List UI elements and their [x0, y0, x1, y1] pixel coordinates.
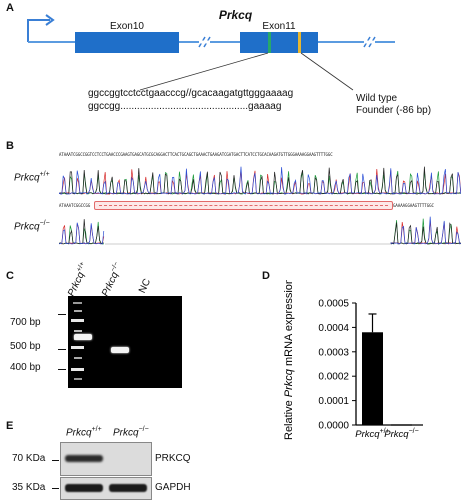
ko-trace-right-2: [390, 222, 461, 245]
ko-sequence-right: GAAAAGGAAGTTTTGGC: [393, 203, 434, 208]
y-tick-label: 0.0005: [318, 299, 349, 310]
deletion-dash-line: [99, 205, 388, 206]
ladder-band-5: [74, 357, 82, 359]
wt-genotype-sup: +/+: [39, 171, 50, 178]
gel-lane-ko-label: Prkcq−/−: [99, 261, 125, 299]
bar-0: [362, 332, 383, 425]
marker-500-tick: [58, 349, 66, 350]
gel-lane-wt-name: Prkcq: [66, 270, 87, 299]
ladder-band-500: [71, 346, 84, 349]
panel-e-letter: E: [6, 420, 14, 432]
ladder-band-top: [73, 302, 82, 304]
ko-genotype-label: Prkcq−/−: [14, 220, 50, 232]
founder-label: Founder (-86 bp): [356, 105, 432, 116]
marker-400-tick: [58, 369, 66, 370]
prkcq-blot-strip: [60, 442, 152, 476]
marker-400-label: 400 bp: [10, 362, 41, 373]
gel-lane-wt-sup: +/+: [75, 260, 87, 273]
blot-lane-ko-name: Prkcq: [113, 427, 139, 439]
wt-pcr-band: [74, 334, 92, 340]
mw-70-tick: [52, 460, 59, 461]
panel-d-letter: D: [262, 270, 270, 282]
ko-trace-left-3: [59, 222, 105, 245]
prkcq-band-label: PRKCQ: [155, 453, 191, 464]
blot-lane-wt-label: Prkcq+/+: [66, 426, 102, 438]
zoom-line-right: [300, 52, 354, 91]
marker-700-label: 700 bp: [10, 317, 41, 328]
founder-sequence: ggccgg..................................…: [88, 101, 282, 112]
gapdh-band-label: GAPDH: [155, 482, 191, 493]
y-tick-label: 0.0002: [318, 372, 349, 383]
wt-chromatogram: [59, 166, 461, 195]
gapdh-blot-strip: [60, 477, 152, 500]
blot-lane-ko-sup: −/−: [138, 426, 149, 433]
blot-lane-wt-name: Prkcq: [66, 427, 92, 439]
ladder-band-6: [74, 378, 82, 380]
prkcq-wt-band: [65, 455, 103, 462]
gel-lane-ko-name: Prkcq: [100, 270, 121, 299]
mrna-expression-chart: 0.0000 0.0001 0.0002 0.0003 0.0004 0.0005Prkc…: [283, 280, 423, 440]
agarose-gel-image: [68, 296, 182, 388]
ladder-band-400: [71, 368, 84, 371]
exon10-label: Exon10: [110, 21, 144, 32]
gapdh-wt-band: [65, 484, 103, 492]
gene-structure-svg: [27, 14, 395, 91]
exon11-yellow-marker: [298, 32, 301, 53]
ko-chromatogram: [59, 216, 461, 245]
marker-500-label: 500 bp: [10, 341, 41, 352]
gapdh-ko-band: [109, 484, 147, 492]
mw-35-tick: [52, 488, 59, 489]
ko-genotype-name: Prkcq: [14, 221, 40, 233]
gene-structure-diagram: [0, 0, 471, 120]
gel-lane-wt-label: Prkcq+/+: [65, 261, 91, 299]
ko-sequence-left: ATAAATCGGCCGG: [59, 203, 91, 208]
wildtype-label: Wild type: [356, 93, 398, 104]
ladder-band-2: [74, 310, 82, 312]
x-category-label-1: Prkcq−/−: [384, 428, 418, 440]
panel-c-letter: C: [6, 270, 14, 282]
wildtype-sequence: ggccggtcctcctgaacccg//gcacaagatgttgggaaa…: [88, 88, 294, 99]
y-tick-label: 0.0004: [318, 323, 349, 334]
zoom-line-left: [139, 52, 269, 91]
ladder-band-700: [71, 319, 84, 322]
wt-genotype-label: Prkcq+/+: [14, 171, 50, 183]
promoter-arrow-icon: [27, 19, 50, 42]
y-tick-label: 0.0001: [318, 396, 349, 407]
blot-lane-wt-sup: +/+: [91, 426, 102, 433]
ko-pcr-band: [111, 347, 129, 353]
panel-b-letter: B: [6, 140, 14, 152]
y-tick-label: 0.0000: [318, 421, 349, 432]
deletion-highlight-box: [94, 201, 393, 210]
y-tick-label: 0.0003: [318, 347, 349, 358]
blot-lane-ko-label: Prkcq−/−: [113, 426, 149, 438]
panel-a-letter: A: [6, 2, 14, 14]
mw-35-label: 35 KDa: [12, 482, 46, 493]
marker-700-tick: [58, 314, 66, 315]
exon11-green-marker: [268, 32, 271, 53]
ko-genotype-sup: −/−: [39, 220, 50, 227]
wt-sequence-text: ATAAATCGGCCGGTCCTCCTGAACCCGAAGTGAGCATGCG…: [59, 152, 333, 157]
gel-lane-ko-sup: −/−: [109, 260, 121, 273]
exon11-box: [240, 32, 318, 53]
wt-trace-3: [59, 166, 461, 195]
ladder-band-3: [74, 330, 82, 332]
promoter-arrowhead-icon: [45, 14, 55, 26]
y-axis-title: Relative Prkcq mRNA expression: [283, 280, 295, 440]
exon11-label: Exon11: [262, 21, 296, 32]
x-category-label-0: Prkcq+/+: [355, 428, 389, 440]
gene-title: Prkcq: [218, 8, 253, 22]
ko-trace-right-3: [390, 216, 461, 245]
gel-lane-nc-label: NC: [137, 277, 154, 295]
exon10-box: [75, 32, 179, 53]
mw-70-label: 70 KDa: [12, 453, 46, 464]
wt-genotype-name: Prkcq: [14, 172, 40, 184]
